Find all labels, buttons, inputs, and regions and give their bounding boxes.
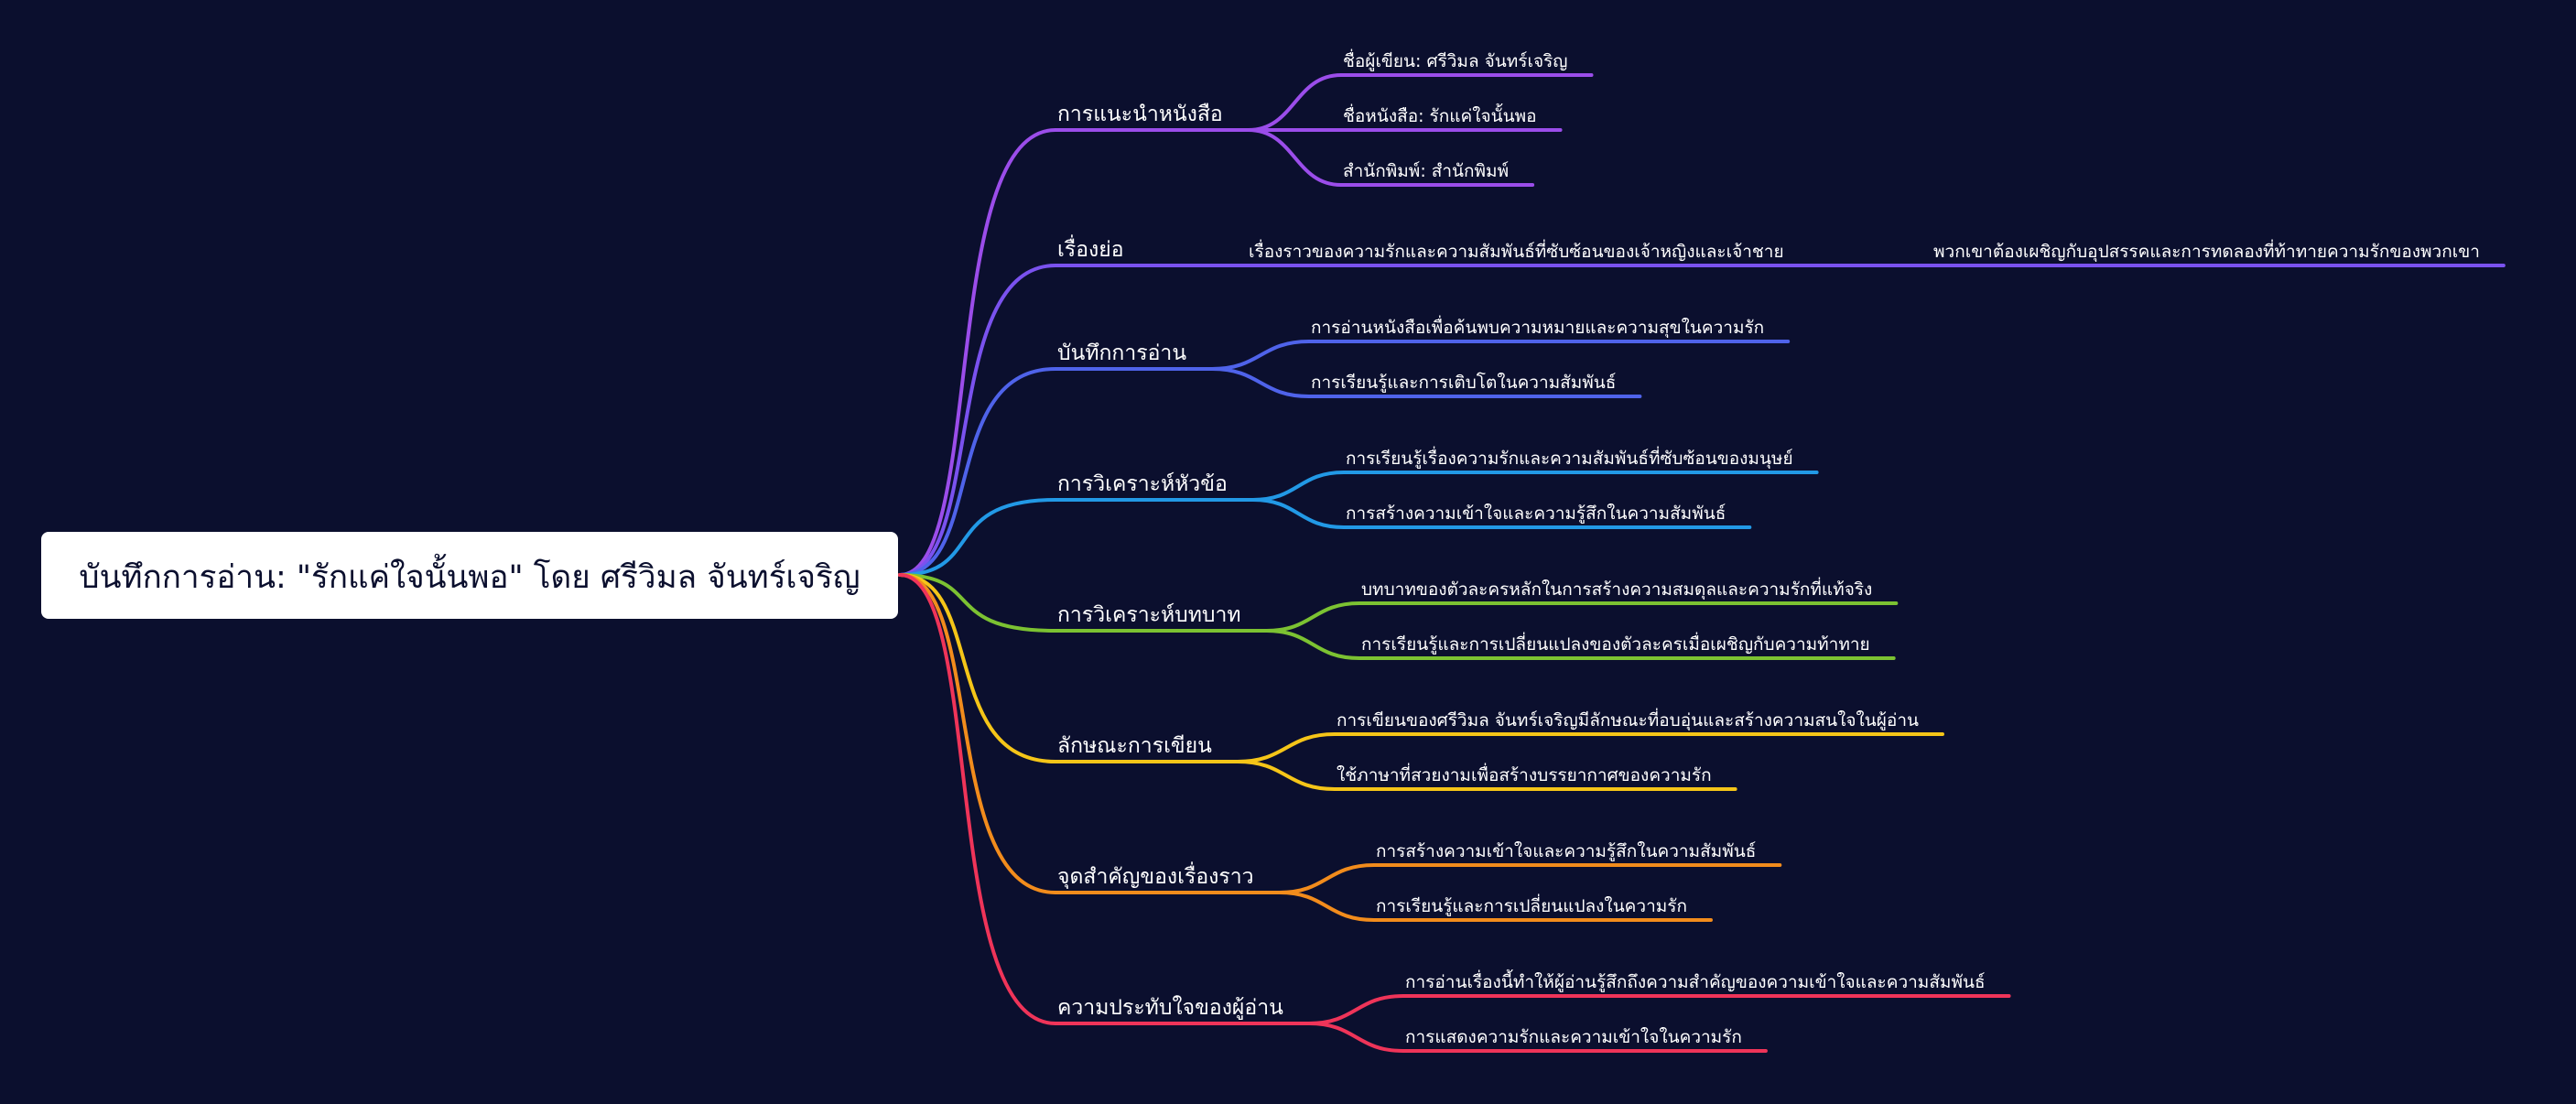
leaf-connector [1235,760,1337,791]
leaf-label: พวกเขาต้องเผชิญกับอุปสรรคและการทดลองที่ท… [1933,239,2480,263]
branch-node[interactable]: ลักษณะการเขียน [1054,734,1239,763]
leaf-node[interactable]: การเรียนรู้เรื่องความรักและความสัมพันธ์ท… [1342,446,1819,474]
branch-label: บันทึกการอ่าน [1057,341,1186,365]
leaf-label: เรื่องราวของความรักและความสัมพันธ์ที่ซับ… [1249,239,1784,262]
leaf-connector [1264,629,1361,660]
leaf-node[interactable]: การเขียนของศรีวิมล จันทร์เจริญมีลักษณะที… [1333,708,1944,736]
branch-node[interactable]: เรื่องย่อ [1054,234,1152,267]
leaf-label: การเรียนรู้และการเปลี่ยนแปลงของตัวละครเม… [1361,632,1870,655]
edges-layer [898,73,1933,1053]
branch-label: การแนะนำหนังสือ [1057,103,1223,126]
leaf-connector [1306,994,1405,1025]
root-connector [898,128,1057,577]
branch-label: จุดสำคัญของเรื่องราว [1057,861,1254,889]
root-node-box [41,532,898,619]
leaf-connector [1210,367,1311,398]
leaf-node[interactable]: การอ่านหนังสือเพื่อค้นพบความหมายและความส… [1307,315,1791,343]
leaf-connector [1235,732,1337,763]
root-connector [898,498,1057,577]
branch-label: ลักษณะการเขียน [1057,734,1212,758]
branch-label: ความประทับใจของผู้อ่าน [1057,995,1283,1020]
branch-node[interactable]: การวิเคราะห์หัวข้อ [1054,471,1255,502]
leaf-node[interactable]: เรื่องราวของความรักและความสัมพันธ์ที่ซับ… [1245,239,1810,267]
leaf-label: การแสดงความรักและความเข้าใจในความรัก [1405,1027,1742,1047]
branch-node[interactable]: บันทึกการอ่าน [1054,341,1215,371]
root-connector [898,367,1057,577]
root-connector [898,573,1057,633]
leaf-connector [1277,891,1376,922]
branch-label: เรื่องย่อ [1057,234,1124,262]
leaf-node[interactable]: การแสดงความรักและความเข้าใจในความรัก [1402,1027,1768,1053]
branch-node[interactable]: การแนะนำหนังสือ [1054,103,1250,132]
nodes-layer: การแนะนำหนังสือ ชื่อผู้เขียน: ศรีวิมล จัน… [1054,49,2506,1053]
leaf-connector [1277,863,1376,894]
root-node-label: บันทึกการอ่าน: "รักแค่ใจนั้นพอ" โดย ศรีว… [79,553,860,596]
leaf-node[interactable]: การเรียนรู้และการเปลี่ยนแปลงในความรัก [1372,893,1713,922]
branch-label: การวิเคราะห์หัวข้อ [1057,471,1228,496]
leaf-label: ใช้ภาษาที่สวยงามเพื่อสร้างบรรยากาศของควา… [1337,763,1712,785]
branch-label: การวิเคราะห์บทบาท [1057,602,1241,627]
leaf-node[interactable]: การสร้างความเข้าใจและความรู้สึกในความสัม… [1342,503,1752,529]
branch-node[interactable]: ความประทับใจของผู้อ่าน [1054,995,1311,1025]
leaf-connector [1250,471,1346,502]
leaf-node[interactable]: การอ่านเรื่องนี้ทำให้ผู้อ่านรู้สึกถึงควา… [1402,969,2011,998]
leaf-node[interactable]: การสร้างความเข้าใจและความรู้สึกในความสัม… [1372,841,1782,867]
leaf-connector [1210,340,1311,371]
branch-node[interactable]: จุดสำคัญของเรื่องราว [1054,861,1282,894]
leaf-connector [1306,1022,1405,1053]
leaf-label: ชื่อหนังสือ: รักแค่ใจนั้นพอ [1343,103,1537,126]
leaf-label: การสร้างความเข้าใจและความรู้สึกในความสัม… [1346,503,1726,524]
leaf-label: การเขียนของศรีวิมล จันทร์เจริญมีลักษณะที… [1337,708,1919,731]
leaf-node[interactable]: สำนักพิมพ์: สำนักพิมพ์ [1339,161,1535,187]
leaf-label: การอ่านเรื่องนี้ทำให้ผู้อ่านรู้สึกถึงควา… [1405,969,1986,992]
leaf-node[interactable]: การเรียนรู้และการเติบโตในความสัมพันธ์ [1307,372,1642,398]
leaf-connector [1250,498,1346,529]
root-node[interactable]: บันทึกการอ่าน: "รักแค่ใจนั้นพอ" โดย ศรีว… [41,532,898,619]
leaf-label: บทบาทของตัวละครหลักในการสร้างความสมดุลแล… [1361,577,1872,601]
root-connector [898,573,1057,1025]
leaf-node[interactable]: พวกเขาต้องเผชิญกับอุปสรรคและการทดลองที่ท… [1930,239,2506,267]
branch-node[interactable]: การวิเคราะห์บทบาท [1054,602,1269,633]
root-connector [898,573,1057,763]
leaf-connector [1264,601,1361,633]
leaf-node[interactable]: ชื่อผู้เขียน: ศรีวิมล จันทร์เจริญ [1339,49,1594,77]
leaf-label: การเรียนรู้และการเปลี่ยนแปลงในความรัก [1376,893,1687,916]
leaf-label: การเรียนรู้เรื่องความรักและความสัมพันธ์ท… [1346,446,1793,470]
leaf-node[interactable]: การเรียนรู้และการเปลี่ยนแปลงของตัวละครเม… [1358,632,1896,660]
leaf-label: การเรียนรู้และการเติบโตในความสัมพันธ์ [1311,372,1616,393]
leaf-label: การสร้างความเข้าใจและความรู้สึกในความสัม… [1376,841,1756,861]
leaf-label: สำนักพิมพ์: สำนักพิมพ์ [1343,161,1509,181]
leaf-node[interactable]: บทบาทของตัวละครหลักในการสร้างความสมดุลแล… [1358,577,1899,605]
leaf-connector [1246,73,1343,132]
leaf-connector [1246,128,1343,187]
leaf-node[interactable]: ชื่อหนังสือ: รักแค่ใจนั้นพอ [1339,103,1563,132]
leaf-node[interactable]: ใช้ภาษาที่สวยงามเพื่อสร้างบรรยากาศของควา… [1333,763,1737,791]
leaf-label: ชื่อผู้เขียน: ศรีวิมล จันทร์เจริญ [1343,49,1568,71]
leaf-label: การอ่านหนังสือเพื่อค้นพบความหมายและความส… [1311,315,1764,339]
root-connector [898,573,1057,894]
root-connector [898,264,1057,577]
